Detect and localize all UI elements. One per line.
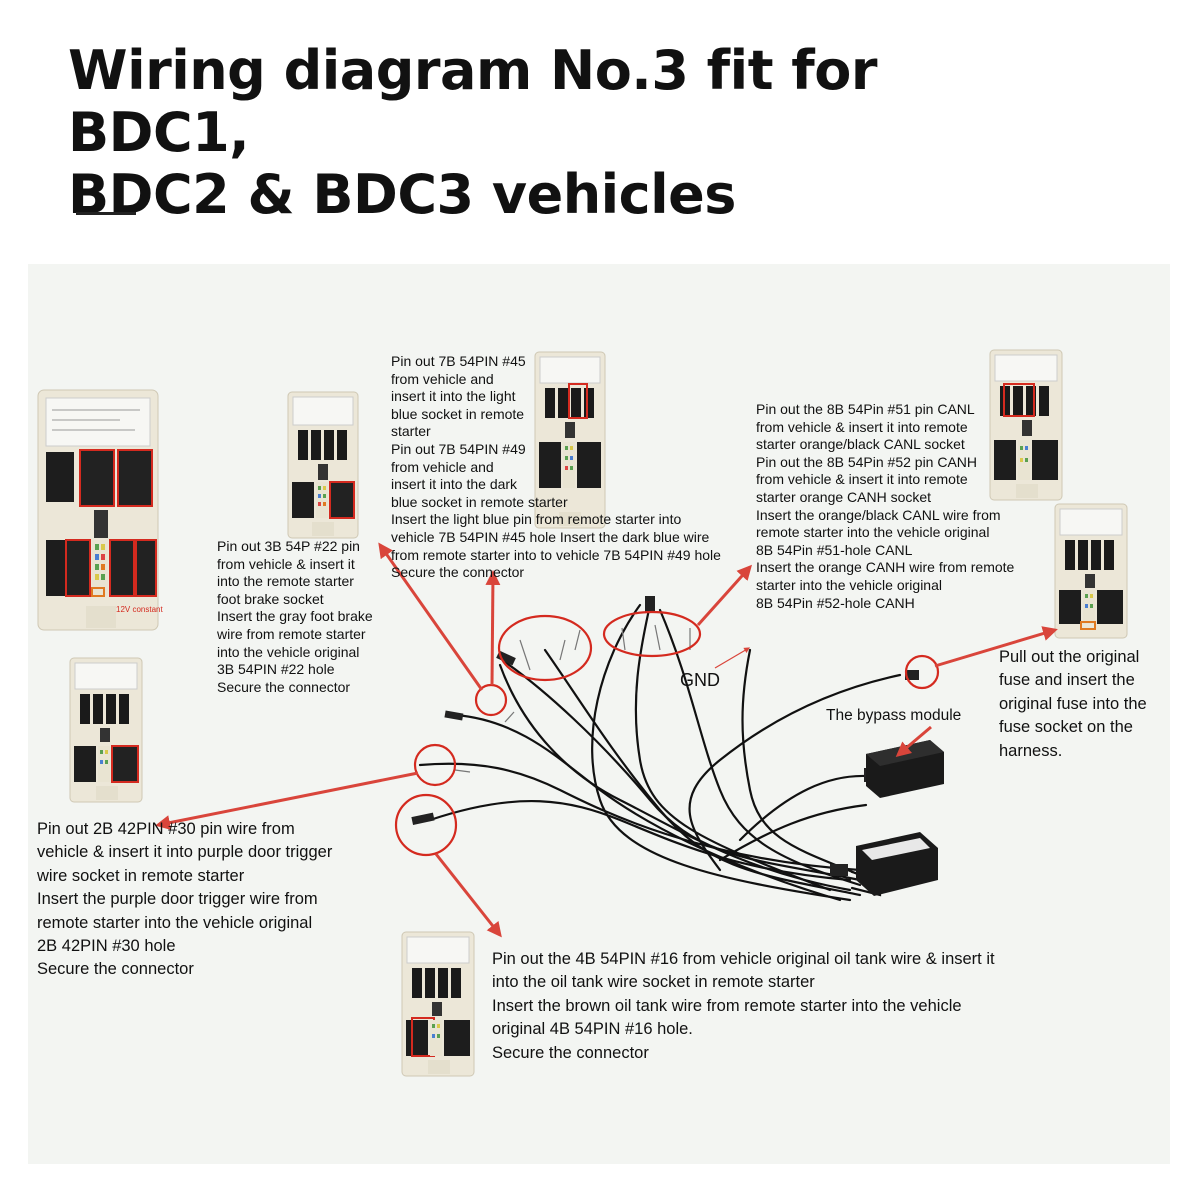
gnd-pointer	[714, 647, 751, 669]
title-line-2: BDC2 & BDC3 vehicles	[68, 163, 736, 226]
bdc-module-fuse	[1054, 503, 1128, 639]
bdc-module-3b	[287, 391, 359, 539]
title-underline	[76, 212, 136, 215]
gnd-label: GND	[680, 670, 720, 690]
wire-harness	[418, 603, 902, 902]
instruction-4b-16: Pin out the 4B 54PIN #16 from vehicle or…	[492, 950, 995, 1062]
twelve-volt-constant-label: 12V constant	[116, 605, 163, 614]
highlight-circles	[394, 610, 940, 857]
bdc-module-main	[37, 389, 159, 631]
instruction-3b-22: Pin out 3B 54P #22 pin from vehicle & in…	[217, 538, 373, 695]
diagram-title: Wiring diagram No.3 fit for BDC1, BDC2 &…	[68, 40, 1068, 226]
instruction-fuse: Pull out the original fuse and insert th…	[999, 648, 1147, 760]
wire-tips	[454, 624, 691, 773]
instruction-8b-can: Pin out the 8B 54Pin #51 pin CANL from v…	[756, 401, 1015, 611]
bypass-module-label: The bypass module	[826, 707, 962, 724]
wire-connectors	[411, 596, 919, 876]
pointer-arrows	[155, 542, 1058, 938]
bdc-module-7b	[534, 351, 606, 529]
bdc-module-4b	[401, 931, 475, 1077]
bdc-module-2b	[69, 657, 143, 803]
instruction-2b-30: Pin out 2B 42PIN #30 pin wire from vehic…	[37, 820, 333, 979]
title-line-1: Wiring diagram No.3 fit for BDC1,	[68, 39, 878, 164]
instruction-7b-45-49: Pin out 7B 54PIN #45 from vehicle and in…	[391, 353, 721, 581]
remote-starter-box	[856, 832, 938, 896]
bdc-module-8b	[989, 349, 1063, 501]
